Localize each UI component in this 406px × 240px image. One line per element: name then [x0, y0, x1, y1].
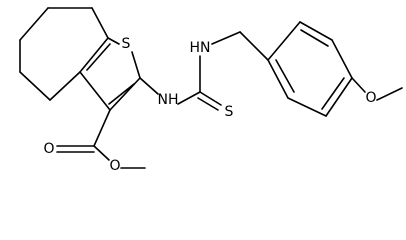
bond-thiophene-4-inner: [108, 83, 135, 105]
bond-cyclohexene-6: [91, 7, 109, 39]
bond-thiophene-3: [131, 51, 141, 79]
bond-benzene-2-inner: [300, 29, 329, 47]
bond-thiophene-4: [109, 77, 141, 111]
atom-ester-ether-oxygen: O: [109, 158, 120, 174]
bond-nh1-c: [177, 91, 201, 105]
bond-thiophene-1-inner: [86, 43, 111, 71]
bond-benzene-6-inner: [275, 59, 295, 93]
bond-benzene-2: [299, 21, 333, 41]
bond-nh1: [139, 77, 159, 95]
bond-benzene-6: [267, 59, 289, 99]
bond-cyclohexene-4: [19, 71, 51, 101]
bond-thiophene-2: [107, 37, 120, 45]
bond-benzene-4: [325, 77, 353, 117]
atom-ring-sulfur: S: [122, 36, 131, 52]
bond-c-thione-1: [199, 91, 222, 106]
bond-benzene-5: [287, 97, 327, 117]
bond-ch2-ring: [239, 31, 269, 61]
bond-thiophene-5: [79, 71, 111, 111]
atom-ester-carbonyl-oxygen: O: [43, 141, 54, 157]
molecule-structure: S NH HN S O O O: [19, 7, 403, 174]
bond-methoxy-2: [376, 87, 403, 101]
bond-c-thione-2: [197, 97, 219, 111]
bond-benzene-1: [267, 21, 301, 61]
atom-amine-nh-2: HN: [190, 40, 211, 56]
atom-methoxy-oxygen: O: [365, 90, 376, 106]
bond-cyclohexene-5: [49, 71, 81, 101]
bond-thiophene-1: [79, 37, 109, 73]
bond-ester-2: [93, 145, 110, 161]
bonds: [19, 7, 403, 169]
bond-methoxy-1: [351, 77, 366, 93]
atom-amine-nh-1: NH: [158, 92, 179, 108]
atom-thione-sulfur: S: [225, 104, 234, 120]
bond-cyclohexene-2: [19, 7, 49, 41]
bond-ester-1: [93, 109, 111, 147]
bond-benzene-3: [331, 39, 353, 79]
bond-benzene-4-inner: [321, 77, 345, 110]
atom-labels: S NH HN S O O O: [43, 36, 376, 174]
bond-nh2-ch2: [211, 31, 241, 45]
